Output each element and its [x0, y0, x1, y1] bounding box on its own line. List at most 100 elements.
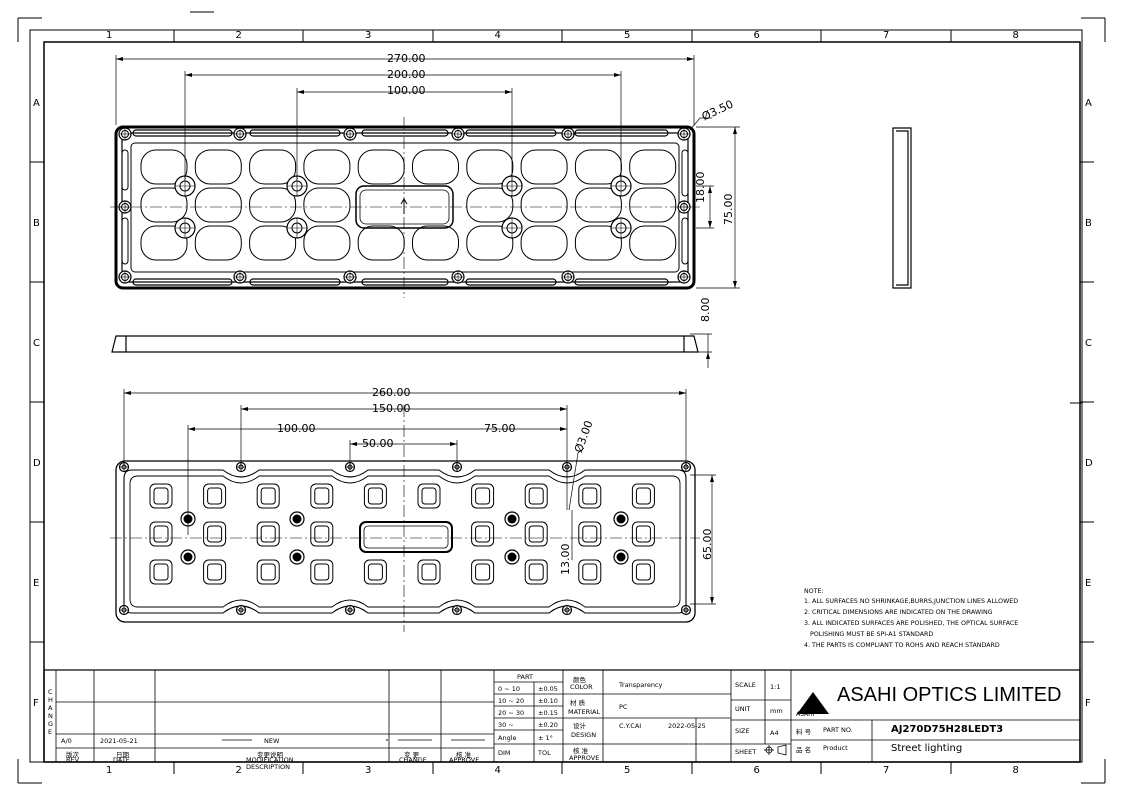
- date-header: DATE: [113, 756, 130, 764]
- design-date: 2022-05-25: [668, 722, 706, 730]
- lens-cell: [524, 559, 548, 585]
- lens-cell: [363, 559, 387, 585]
- bottom-view: [110, 405, 700, 632]
- part-no-cn: 料 号: [796, 728, 812, 736]
- dim-100-bottom: 100.00: [277, 422, 316, 435]
- lens-cell: [524, 483, 548, 509]
- product-label: Product: [823, 744, 848, 752]
- lens-pod: [249, 225, 297, 261]
- tol-range-5: Angle: [498, 734, 517, 742]
- asahi-logo-icon: [797, 692, 829, 714]
- bottom-view-dimensions: [123, 389, 716, 605]
- bottom-screw-holes: [118, 461, 692, 616]
- zone-col-label: 7: [883, 30, 889, 41]
- size-label: SIZE: [735, 727, 750, 735]
- unit-value: mm: [770, 707, 783, 715]
- zone-col-label: 3: [365, 30, 371, 41]
- note-3: 3. ALL INDICATED SURFACES ARE POLISHED, …: [804, 620, 1019, 627]
- zone-col-label: 6: [754, 765, 760, 776]
- lens-cell: [149, 559, 173, 585]
- mod-cn: 变更说明: [257, 751, 283, 759]
- lens-cell: [631, 521, 655, 547]
- sheet-label: SHEET: [735, 748, 757, 756]
- lens-cell: [631, 559, 655, 585]
- zone-row-label: E: [1085, 578, 1091, 589]
- lens-cell: [203, 521, 227, 547]
- dim-260: 260.00: [372, 386, 411, 399]
- zone-row-label: C: [1085, 338, 1092, 349]
- lens-pod: [412, 149, 459, 185]
- tol-val-3: ±0.15: [538, 709, 558, 717]
- lens-cell: [256, 483, 280, 509]
- color-label: COLOR: [570, 683, 593, 691]
- zone-col-label: 1: [106, 30, 112, 41]
- lens-cell: [578, 483, 602, 509]
- dim-50: 50.00: [362, 437, 394, 450]
- slot: [132, 278, 233, 286]
- product-value: Street lighting: [891, 743, 963, 754]
- approve-label-2: APPROVE: [569, 754, 600, 762]
- scale-value: 1:1: [770, 683, 781, 691]
- note-4: 4. THE PARTS IS COMPLIANT TO ROHS AND RE…: [804, 642, 1000, 649]
- zone-col-label: 2: [236, 765, 242, 776]
- design-label: DESIGN: [571, 731, 597, 739]
- change-cn: 变 更: [404, 751, 420, 759]
- zone-col-label: 6: [754, 30, 760, 41]
- dim-100: 100.00: [387, 84, 426, 97]
- material-value: PC: [619, 703, 628, 711]
- tol-range-4: 30 ~: [498, 721, 514, 729]
- lens-cell: [149, 483, 173, 509]
- lens-pod: [629, 149, 677, 185]
- material-label: MATERIAL: [568, 708, 601, 716]
- tol-val-2: ±0.10: [538, 697, 558, 705]
- rev-value: A/0: [61, 737, 72, 745]
- tol-header: PART: [517, 673, 533, 681]
- designer: C.Y.CAI: [619, 722, 642, 730]
- arrowheads: [116, 57, 737, 604]
- part-no-label: PART NO.: [823, 726, 853, 734]
- zone-col-label: 5: [624, 30, 630, 41]
- product-cn: 品 名: [796, 746, 812, 754]
- lens-cell: [203, 559, 227, 585]
- lens-cell: [149, 521, 173, 547]
- approve-header: APPROVE: [449, 756, 480, 764]
- tol-val-1: ±0.05: [538, 685, 558, 693]
- slot: [465, 129, 557, 137]
- note-3-cont: POLISHING MUST BE SPI-A1 STANDARD: [804, 631, 934, 638]
- lens-pod: [574, 149, 622, 185]
- lens-cell: [578, 559, 602, 585]
- lens-pod: [140, 225, 188, 261]
- lens-pod: [303, 187, 351, 223]
- lens-cell: [524, 521, 548, 547]
- lens-cell: [578, 521, 602, 547]
- zone-col-label: 5: [624, 765, 630, 776]
- zone-row-label: F: [1085, 698, 1091, 709]
- lens-pod: [249, 187, 297, 223]
- lens-cell: [417, 559, 441, 585]
- zone-row-label: F: [33, 698, 39, 709]
- dim-18: 18.00: [694, 171, 707, 204]
- approve-cn: 核 准: [456, 751, 472, 759]
- lens-pod: [249, 149, 297, 185]
- slot: [574, 129, 669, 137]
- dim-150: 150.00: [372, 402, 411, 415]
- title-block: [43, 669, 1081, 763]
- color-cn: 颜色: [573, 676, 586, 684]
- lens-cell: [203, 483, 227, 509]
- zone-col-label: 7: [883, 765, 889, 776]
- zone-row-label: A: [1085, 98, 1092, 109]
- zone-row-label: D: [33, 458, 41, 469]
- zone-row-label: A: [33, 98, 40, 109]
- lens-pod: [303, 225, 351, 261]
- lens-pod: [574, 225, 622, 261]
- lens-pod: [357, 225, 405, 261]
- zone-col-label: 4: [495, 30, 501, 41]
- lens-pod: [466, 225, 514, 261]
- notes: NOTE: 1. ALL SURFACES NO SHRINKAGE,BURRS…: [804, 588, 1018, 649]
- lens-pod: [466, 187, 514, 223]
- lens-pod: [140, 187, 188, 223]
- lens-cell: [256, 521, 280, 547]
- tol-range-2: 10 ~ 20: [498, 697, 525, 705]
- lens-pod: [574, 187, 622, 223]
